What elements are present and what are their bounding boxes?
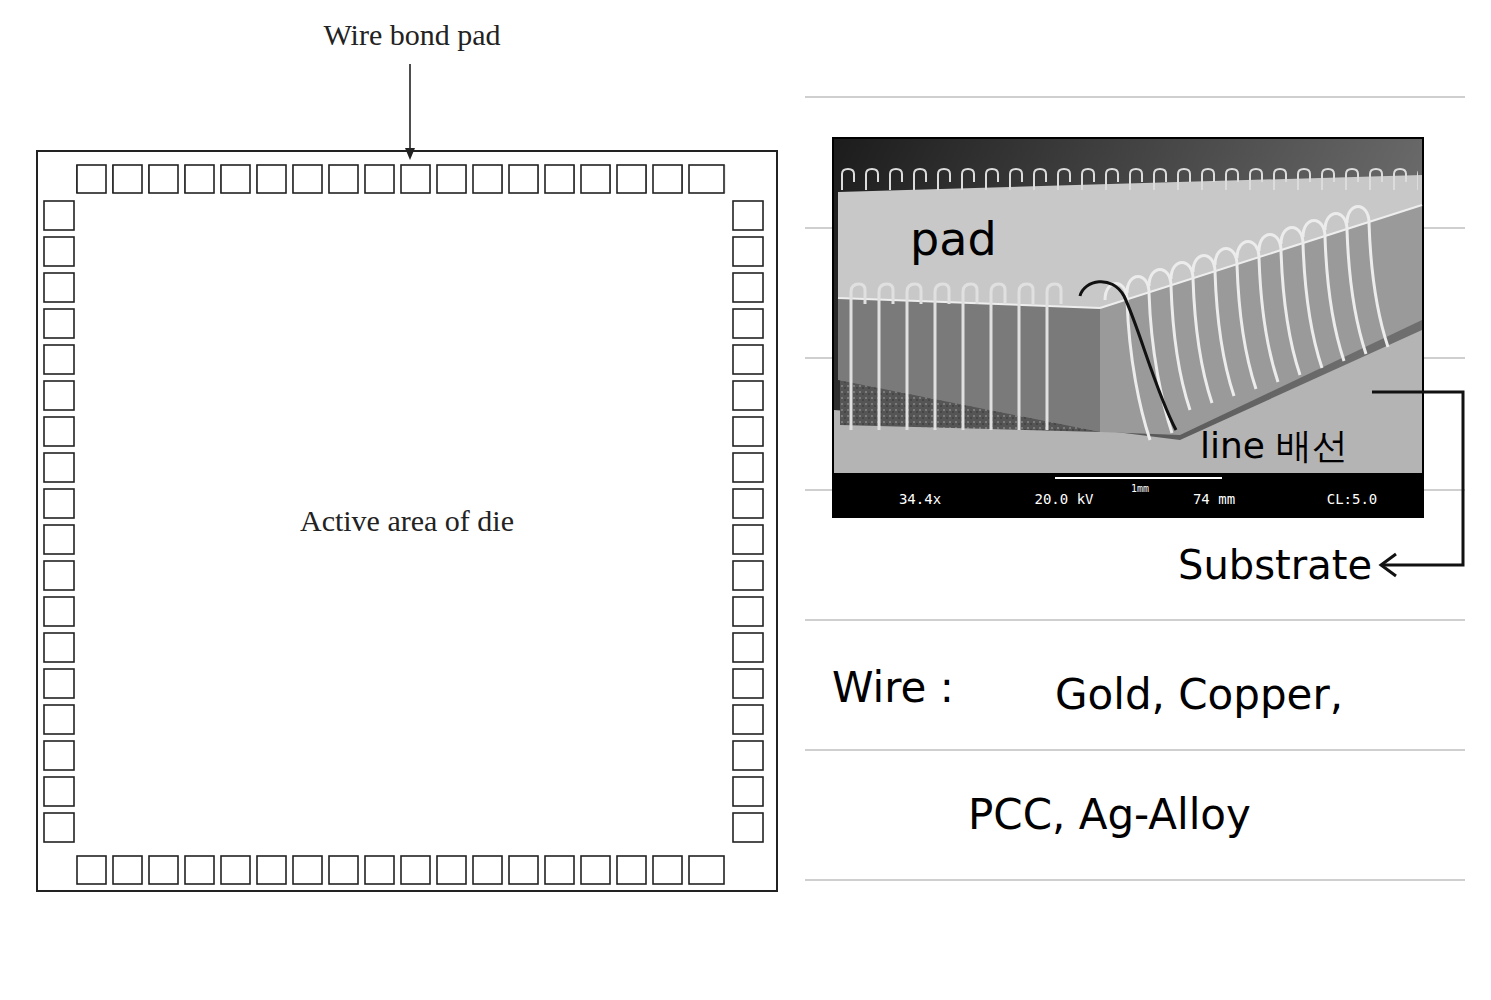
notebook-lines [805,97,1465,880]
handwritten-note: Substrate [1178,541,1372,589]
handwritten-note: Gold, Copper, [1055,670,1343,720]
bracket-arrow [1372,392,1463,576]
sem-info: 20.0 kV [1034,491,1093,508]
bond-pads [76,165,726,193]
figure-label: Wire bond pad [323,17,500,53]
die-outline: Active area of die [36,150,778,892]
sem-info: 34.4x [899,491,941,508]
leader-arrow [405,64,415,160]
handwritten-note: Wire : [832,663,954,713]
scale-bar-label: 1mm [1131,483,1149,495]
sem-info: CL:5.0 [1327,491,1378,508]
hand-leader [1080,282,1176,430]
sem-photo [832,137,1424,518]
handwritten-note: line 배선 [1200,424,1348,467]
handwritten-note: pad [910,212,997,267]
area-label: Active area of die [300,503,514,539]
handwritten-note: PCC, Ag-Alloy [968,790,1251,840]
bond-pads [44,165,763,884]
sem-info: 74 mm [1193,491,1235,508]
